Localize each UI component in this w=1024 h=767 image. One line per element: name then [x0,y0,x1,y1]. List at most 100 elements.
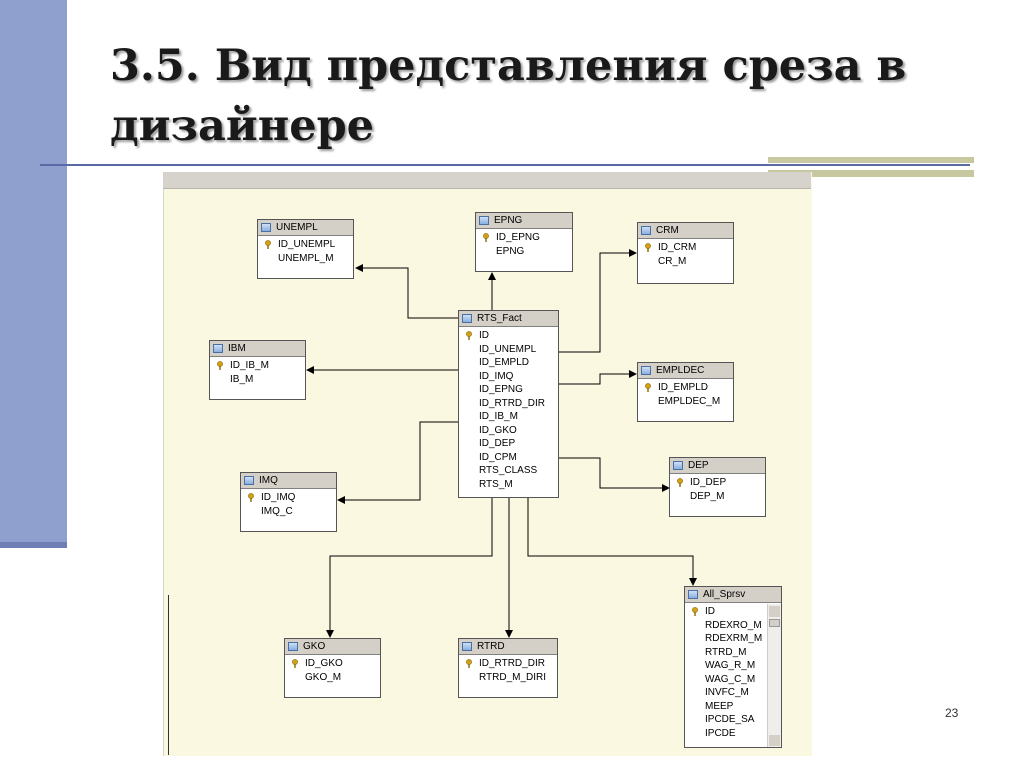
field-row[interactable]: RDEXRM_M [705,633,763,644]
link-rts-gko [326,498,493,638]
field-row[interactable]: RTS_CLASS [479,465,538,476]
title-accent-line-bottom [768,170,974,177]
table-empldec[interactable]: EMPLDEC ID_EMPLD EMPLDEC_M [637,362,734,422]
field-row[interactable]: MEEP [705,700,734,712]
field-row[interactable]: IPCDE_SA [705,714,755,725]
link-rts-empldec [558,370,637,385]
field-row[interactable]: ID [459,329,558,343]
table-name: EMPLDEC [656,365,705,376]
table-epng[interactable]: EPNG ID_EPNG EPNG [475,212,573,272]
field-row[interactable]: RDEXRO_M [705,619,762,631]
left-accent-bar-edge [0,542,67,548]
table-dep[interactable]: DEP ID_DEP DEP_M [669,457,766,517]
field-row[interactable]: INVFC_M [705,687,749,698]
table-imq[interactable]: IMQ ID_IMQ IMQ_C [240,472,337,532]
key-icon [483,233,489,242]
field-row[interactable]: WAG_C_M [705,673,756,685]
field-row[interactable]: ID_UNEMPL [258,238,353,252]
table-all-sprsv[interactable]: All_Sprsv ID RDEXRO_M RDEXRM_M RTRD_M WA… [684,586,782,748]
field-row[interactable]: ID_DEP [479,438,516,449]
field-row[interactable]: ID_IB_M [210,359,305,373]
table-rts-fact[interactable]: RTS_Fact ID ID_UNEMPL ID_EMPLD ID_IMQ ID… [458,310,559,498]
table-name: IBM [228,343,246,354]
field-row[interactable]: ID_EPNG [479,384,523,395]
link-rts-unempl [355,264,459,319]
table-icon [479,216,489,225]
scroll-down-arrow[interactable] [769,735,780,746]
key-icon [466,331,472,340]
slide-title: 3.5. Вид представления среза в дизайнере [110,41,907,151]
field-row[interactable]: ID_RTRD_DIR [459,657,557,671]
table-unempl[interactable]: UNEMPL ID_UNEMPL UNEMPL_M [257,219,354,279]
field-row[interactable]: ID_IMQ [479,370,514,382]
field-row[interactable]: ID_IMQ [241,491,336,505]
key-icon [248,493,254,502]
table-name: IMQ [259,475,278,486]
table-icon [261,223,271,232]
field-row[interactable]: ID_RTRD_DIR [479,397,545,409]
link-rts-dep [558,457,670,492]
table-gko[interactable]: GKO ID_GKO GKO_M [284,638,381,698]
field-row[interactable]: RTRD_M_DIRI [479,671,547,683]
table-name: All_Sprsv [703,589,746,600]
table-icon [688,590,698,599]
link-rts-crm [558,249,637,353]
field-row[interactable]: IPCDE [705,727,736,739]
table-name: DEP [688,460,709,471]
field-row[interactable]: ID_EMPLD [638,381,733,395]
field-row[interactable]: ID [685,605,781,619]
key-icon [217,361,223,370]
table-crm[interactable]: CRM ID_CRM CR_M [637,222,734,284]
field-row[interactable]: ID_EMPLD [479,357,530,368]
field-row[interactable]: RTRD_M [705,646,747,658]
link-rts-imq [337,421,459,504]
key-icon [645,383,651,392]
key-icon [677,478,683,487]
field-row[interactable]: ID_CPM [479,451,517,463]
table-name: EPNG [494,215,523,226]
field-row[interactable]: ID_GKO [285,657,380,671]
table-icon [288,642,298,651]
field-row[interactable]: ID_UNEMPL [479,343,537,355]
table-name: UNEMPL [276,222,318,233]
scroll-thumb[interactable] [769,619,780,627]
field-row[interactable]: GKO_M [305,671,342,683]
field-row[interactable]: CR_M [658,255,687,267]
field-row[interactable]: UNEMPL_M [278,252,334,264]
key-icon [265,240,271,249]
scroll-up-arrow[interactable] [769,606,780,617]
field-row[interactable]: DEP_M [690,490,725,502]
field-row[interactable]: EPNG [496,245,525,257]
table-icon [244,476,254,485]
link-rts-allsprsv [527,498,697,586]
table-scrollbar[interactable] [767,604,781,747]
field-row[interactable]: ID_GKO [479,424,517,436]
field-row[interactable]: ID_DEP [670,476,765,490]
table-name: GKO [303,641,326,652]
title-accent-line-top [768,157,974,163]
table-icon [462,642,472,651]
designer-canvas-header [163,172,811,189]
canvas-edge-line [168,595,169,755]
key-icon [645,243,651,252]
table-icon [641,366,651,375]
key-icon [692,607,698,616]
table-icon [673,461,683,470]
field-row[interactable]: ID_EPNG [476,231,572,245]
table-icon [462,314,472,323]
table-name: RTS_Fact [477,313,522,324]
field-row[interactable]: IB_M [230,373,254,385]
page-number: 23 [945,706,959,720]
table-ibm[interactable]: IBM ID_IB_M IB_M [209,340,306,400]
title-underline [40,164,970,166]
field-row[interactable]: ID_IB_M [479,411,518,422]
table-rtrd[interactable]: RTRD ID_RTRD_DIR RTRD_M_DIRI [458,638,558,698]
field-row[interactable]: RTS_M [479,478,513,490]
field-row[interactable]: IMQ_C [261,505,293,517]
field-row[interactable]: ID_CRM [638,241,733,255]
field-row[interactable]: WAG_R_M [705,660,756,671]
table-name: CRM [656,225,679,236]
field-row[interactable]: EMPLDEC_M [658,395,721,407]
table-name: RTRD [477,641,505,652]
